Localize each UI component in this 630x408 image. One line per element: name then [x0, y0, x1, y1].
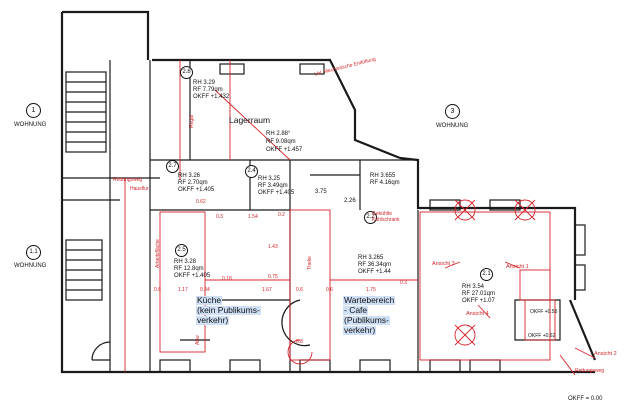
dim: 1.17 [178, 287, 188, 293]
unit-label-1: WOHNUNG [14, 122, 47, 128]
dim: 0.8 [296, 339, 303, 345]
dim: 0.84 [200, 287, 210, 293]
r23-rh: RH 3.655 [370, 173, 396, 179]
room-number-2-5: 2.5 [175, 244, 188, 257]
okff-ramp: OKFF +0.55 [530, 309, 558, 315]
r24-rf: RF 3.49qm [258, 183, 288, 189]
r24-rh: RH 3.25 [258, 176, 281, 182]
r24-okff: OKFF +1.405 [258, 190, 295, 196]
r21-rf: RF 27.01qm [462, 291, 496, 297]
r28-rh: RH 3.29 [193, 80, 216, 86]
room-name-lagerraum: Lagerraum [229, 115, 271, 125]
unit-label-3: WOHNUNG [436, 123, 469, 129]
r22-rf: RF 36.34qm [358, 262, 392, 268]
room-number-2-1: 2.1 [480, 268, 493, 281]
dim: 1.67 [262, 287, 272, 293]
r21-okff: OKFF +1.07 [462, 298, 495, 304]
cafe-label-1: Wartebereich [343, 295, 396, 305]
abw-label: Abw [195, 335, 201, 345]
ansicht-3: Ansicht 3 [432, 261, 455, 267]
lager-rh: RH 2.88° [266, 131, 291, 137]
unit-number-3: 3 [445, 104, 460, 119]
cafe-label-2: - Cafe [343, 305, 369, 315]
r22-okff: OKFF +1.44 [358, 269, 391, 275]
dim: 0.18 [222, 276, 232, 282]
dim: 3.75 [315, 189, 327, 195]
kitchen-label-3: verkehr) [196, 315, 230, 325]
r21-rh: RH 3.54 [462, 284, 485, 290]
r25-okff: OKFF +1.405 [174, 273, 211, 279]
lager-rf: RF 9.08qm [266, 139, 296, 145]
r27-rh: RH 3.26 [178, 173, 201, 179]
dim: 0.3 [216, 214, 223, 220]
r27-rf: RF 2.70qm [178, 180, 208, 186]
theke-label: Theke [307, 256, 313, 270]
okff-ramp-2: OKFF +0.62 [528, 333, 556, 339]
ansicht-1: Ansicht 1 [506, 264, 529, 270]
lager-okff: OKFF +1.457 [266, 147, 303, 153]
r22-rh: RH 3.265 [358, 255, 384, 261]
rettungsweg-bottom: Rettungsweg [575, 368, 605, 374]
dim: 2.26 [344, 198, 356, 204]
cafe-label-3: (Publikums- [343, 315, 390, 325]
r25-rh: RH 3.28 [174, 259, 197, 265]
dim: 0.3 [400, 280, 407, 286]
kitchen-label-2: (kein Publikums- [196, 305, 261, 315]
room-number-2-2: 2.2 [364, 211, 377, 224]
r27-okff: OKFF +1.405 [178, 187, 215, 193]
dim: 0.6 [326, 287, 333, 293]
unit-number-1-1: 1.1 [26, 245, 41, 260]
hausflur-label: Hausflur [130, 186, 149, 192]
okff-bottom: OKFF = 0.00 [568, 396, 603, 402]
cafe-label-4: verkehr) [343, 325, 377, 335]
ansicht-4: Ansicht 4 [466, 311, 489, 317]
rettungsweg-top: Rettungsweg [113, 177, 143, 183]
r23-rf: RF 4.16qm [370, 180, 400, 186]
gekuehlte-note: Gekühlte Kühlschrank [372, 211, 400, 223]
kitchen-label-1: Küche [196, 295, 223, 305]
unit-label-1-1: WOHNUNG [14, 263, 47, 269]
dim: 0.2 [278, 212, 285, 218]
room-number-2-8: 2.8 [180, 66, 193, 79]
r28-rf: RF 7.79qm [193, 87, 223, 93]
dim: 1.54 [248, 214, 258, 220]
dim: 1.43 [268, 244, 278, 250]
ansicht-2: Ansicht 2 [594, 351, 617, 357]
room-number-2-4: 2.4 [245, 165, 258, 178]
r28-okff: OKFF +1.432 [193, 94, 230, 100]
dim: 0.6 [154, 287, 161, 293]
arbeit-label: Arbeitsfläche [155, 239, 161, 268]
regal-label: Regal [189, 114, 195, 128]
r25-rf: RF 12.8qm [174, 266, 204, 272]
dim: 0.75 [268, 274, 278, 280]
unit-number-1: 1 [26, 103, 41, 118]
dim: 0.62 [196, 199, 206, 205]
dim: 1.75 [366, 287, 376, 293]
dim: 0.6 [296, 287, 303, 293]
room-number-2-7: 2.7 [166, 160, 179, 173]
